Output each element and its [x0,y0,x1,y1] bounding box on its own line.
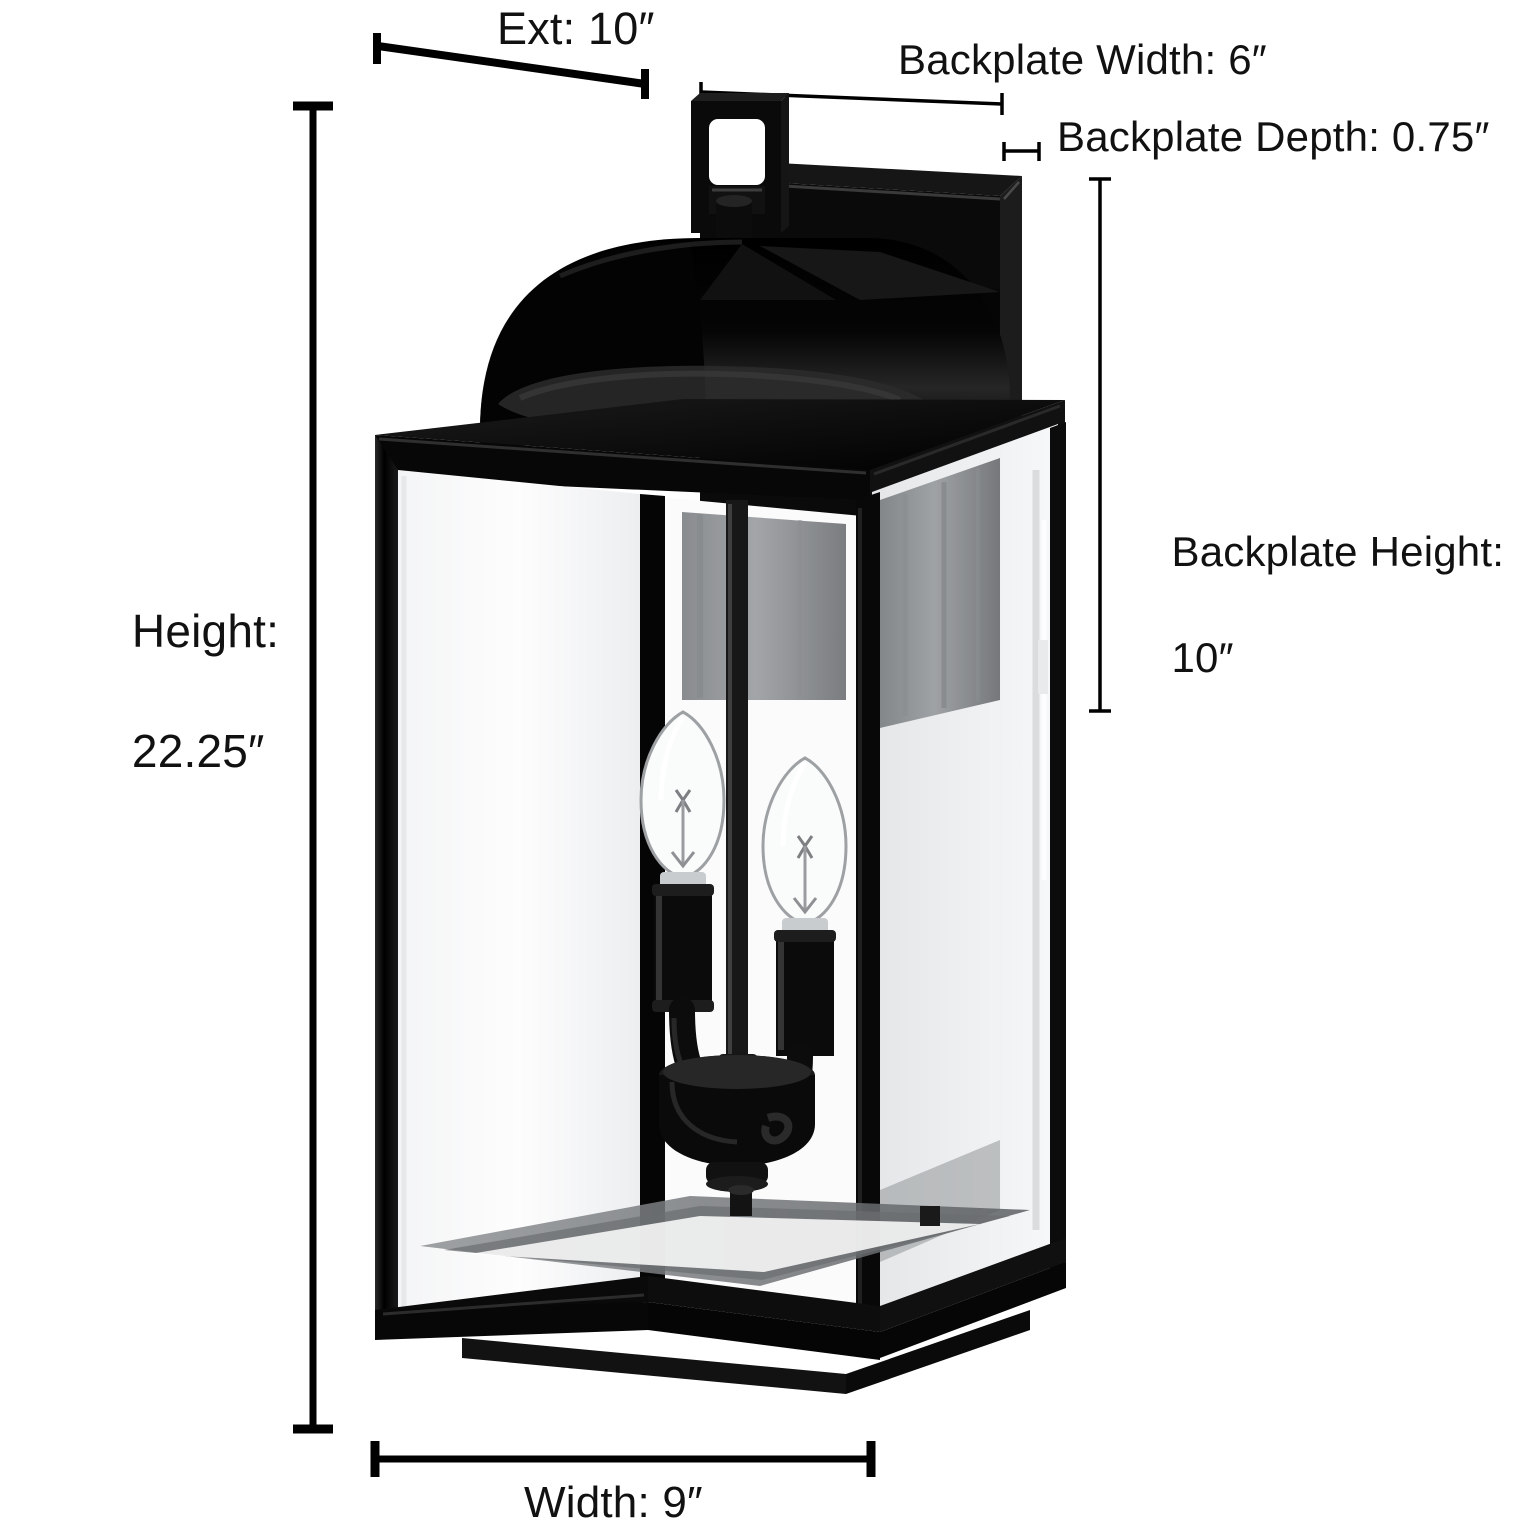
label-backplate-width: Backplate Width: 6″ [898,36,1267,83]
light-cluster [639,500,848,1192]
dim-width [370,1441,876,1477]
dim-ext [373,33,649,99]
bottom-frame [375,1185,1066,1394]
hood [480,238,1010,446]
wall-lantern-fixture [375,93,1066,1394]
mount-stud [716,195,752,240]
frame-posts [375,422,1066,1336]
dim-backplate-height [1089,177,1111,713]
label-backplate-height: Backplate Height: 10″ [1124,472,1503,737]
label-backplate-depth: Backplate Depth: 0.75″ [1057,113,1490,160]
cluster-base [659,1055,815,1192]
glass-panel-right [872,424,1058,1330]
dimension-lines [293,33,1111,1477]
label-backplate-height-line1: Backplate Height: [1171,528,1505,575]
hanger-bracket [691,93,789,233]
label-height-line1: Height: [131,605,280,657]
label-ext: Ext: 10″ [497,3,655,54]
label-width: Width: 9″ [524,1478,703,1527]
dim-backplate-depth [1002,142,1041,161]
glass-panel-front [398,470,640,1322]
label-height-line2: 22.25″ [131,725,265,777]
label-backplate-height-line2: 10″ [1171,634,1234,681]
dim-height [293,101,333,1434]
label-height: Height: 22.25″ [80,541,360,841]
